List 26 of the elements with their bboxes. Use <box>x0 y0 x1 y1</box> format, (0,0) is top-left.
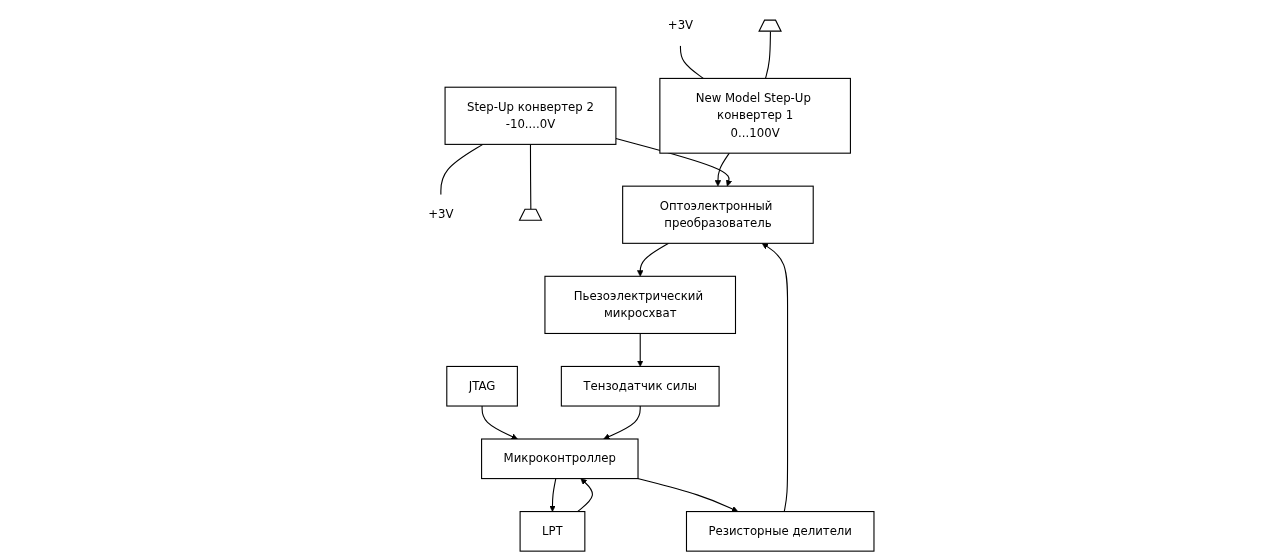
node-box: LPT <box>519 511 586 552</box>
node-box: Step-Up конвертер 2 -10....0V <box>444 86 617 145</box>
node-ground <box>519 208 543 221</box>
arrow <box>481 405 519 440</box>
node-box: Пьезоэлектрический микросхват <box>544 275 737 335</box>
node-box: JTAG <box>446 365 519 407</box>
arrow <box>762 243 789 513</box>
node-box: Тензодатчик силы <box>561 365 721 407</box>
connector <box>680 44 705 79</box>
arrow <box>637 242 670 277</box>
node-box: Микроконтроллер <box>481 438 639 480</box>
node-ground <box>758 19 783 32</box>
node-text: +3V <box>428 207 454 222</box>
arrow <box>603 405 642 440</box>
node-box: Резисторные делители <box>686 511 875 552</box>
arrow <box>577 478 594 513</box>
node-text: +3V <box>668 18 694 33</box>
arrow <box>637 332 644 367</box>
connector <box>440 143 484 196</box>
arrow <box>637 478 739 513</box>
node-box: Оптоэлектронный преобразователь <box>622 185 815 244</box>
arrow <box>549 478 557 512</box>
node-box: New Model Step-Up конвертер 1 0...100V <box>659 77 852 154</box>
connector <box>530 143 532 211</box>
connector <box>765 30 772 79</box>
arrow <box>715 152 731 187</box>
